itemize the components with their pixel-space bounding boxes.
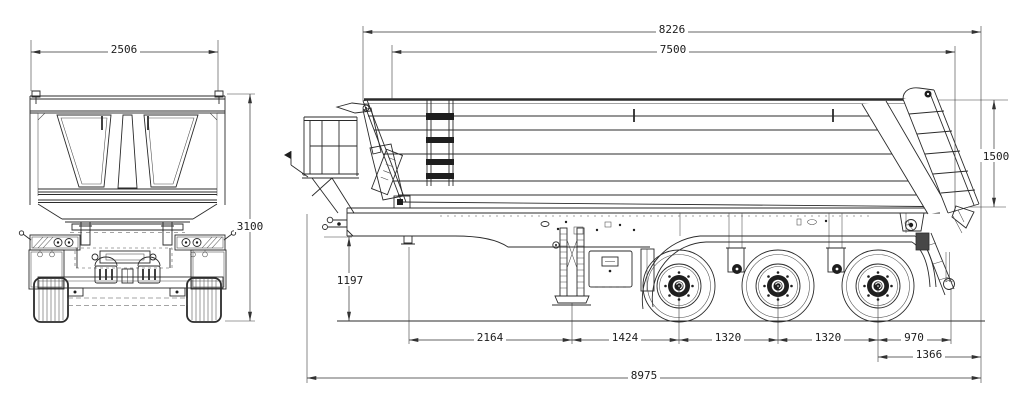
body-rear-slope: [861, 100, 951, 215]
dim-label-rear-height: 3100: [237, 220, 264, 233]
dim-label-axle3-to-bumper: 970: [904, 331, 924, 344]
dim-label-kingpin-to-landing-gear: 2164: [477, 331, 504, 344]
rear-body: [29, 90, 226, 233]
chassis-frame: [322, 207, 940, 248]
dim-body-length: 7500: [392, 43, 955, 56]
dim-label-rear-width: 2506: [111, 43, 138, 56]
side-marker-arms: [22, 233, 233, 241]
brake-chambers: [94, 265, 161, 284]
tailgate-hinge: [902, 87, 935, 100]
dim-label-frame-height: 1197: [337, 274, 364, 287]
dim-label-tailgate-height: 1500: [983, 150, 1010, 163]
body-front-wall: [362, 99, 407, 204]
hydraulic-cylinder: [335, 102, 411, 209]
rear-posts: [79, 221, 174, 246]
dim-tailgate-height: 1500: [980, 100, 1012, 207]
dim-rear-width: 2506: [31, 43, 218, 56]
dim-label-axle2-to-axle3: 1320: [815, 331, 842, 344]
tail-lamp-right: [174, 234, 226, 251]
trailer-body-side: [362, 98, 951, 215]
dim-axle3-to-rear: 1366: [878, 348, 981, 361]
cylinder-label-plate: [370, 148, 404, 196]
dim-rear-height: 3100: [234, 94, 266, 321]
front-marker-arm: [290, 151, 309, 178]
rear-bumper: [37, 276, 224, 289]
dim-landing-gear-to-axle1: 1424: [572, 331, 679, 344]
dim-label-body-length: 7500: [660, 43, 687, 56]
toolbox: [588, 250, 633, 288]
side-ladder: [426, 99, 454, 186]
front-platform: [284, 116, 359, 214]
dim-label-overall-length: 8975: [631, 369, 658, 382]
side-view-drawing: [284, 87, 985, 323]
top-corner-pins: [31, 90, 224, 104]
suspension-hangers: [640, 247, 846, 292]
rear-bumper-assembly: [904, 220, 955, 296]
tailgate: [899, 87, 980, 234]
dimension-annotations: 2506 3100 8226 7500 1500 1197: [30, 23, 1012, 383]
body-side-ribs: [368, 115, 919, 196]
front-couplings: [328, 219, 347, 228]
dim-label-axle1-to-axle2: 1320: [715, 331, 742, 344]
tipping-pivot: [905, 219, 917, 231]
rear-view-drawing: [18, 90, 237, 323]
dim-frame-height: 1197: [334, 237, 366, 321]
rear-undercarriage: [18, 221, 237, 306]
dim-label-landing-gear-to-axle1: 1424: [612, 331, 639, 344]
dim-label-body-top-length: 8226: [659, 23, 686, 36]
dim-axle1-to-axle2: 1320: [679, 331, 778, 344]
landing-gear: [552, 227, 591, 306]
dim-kingpin-to-landing-gear: 2164: [409, 331, 572, 344]
rear-wall-panels: [56, 114, 199, 189]
platform-supports: [311, 177, 355, 214]
cylinder-top-lever: [335, 102, 372, 114]
extension-lines: [30, 26, 1008, 383]
dim-overall-length: 8975: [307, 369, 981, 382]
license-plate-frame: [74, 247, 173, 269]
tail-lamp-left: [29, 234, 81, 251]
landing-gear-foot: [552, 295, 591, 306]
dim-label-axle3-to-rear: 1366: [916, 348, 943, 361]
dim-axle3-to-bumper: 970: [878, 331, 951, 344]
dim-axle2-to-axle3: 1320: [778, 331, 878, 344]
kingpin: [401, 235, 415, 245]
tailgate-latch: [951, 205, 975, 229]
dim-body-top-length: 8226: [363, 23, 981, 36]
